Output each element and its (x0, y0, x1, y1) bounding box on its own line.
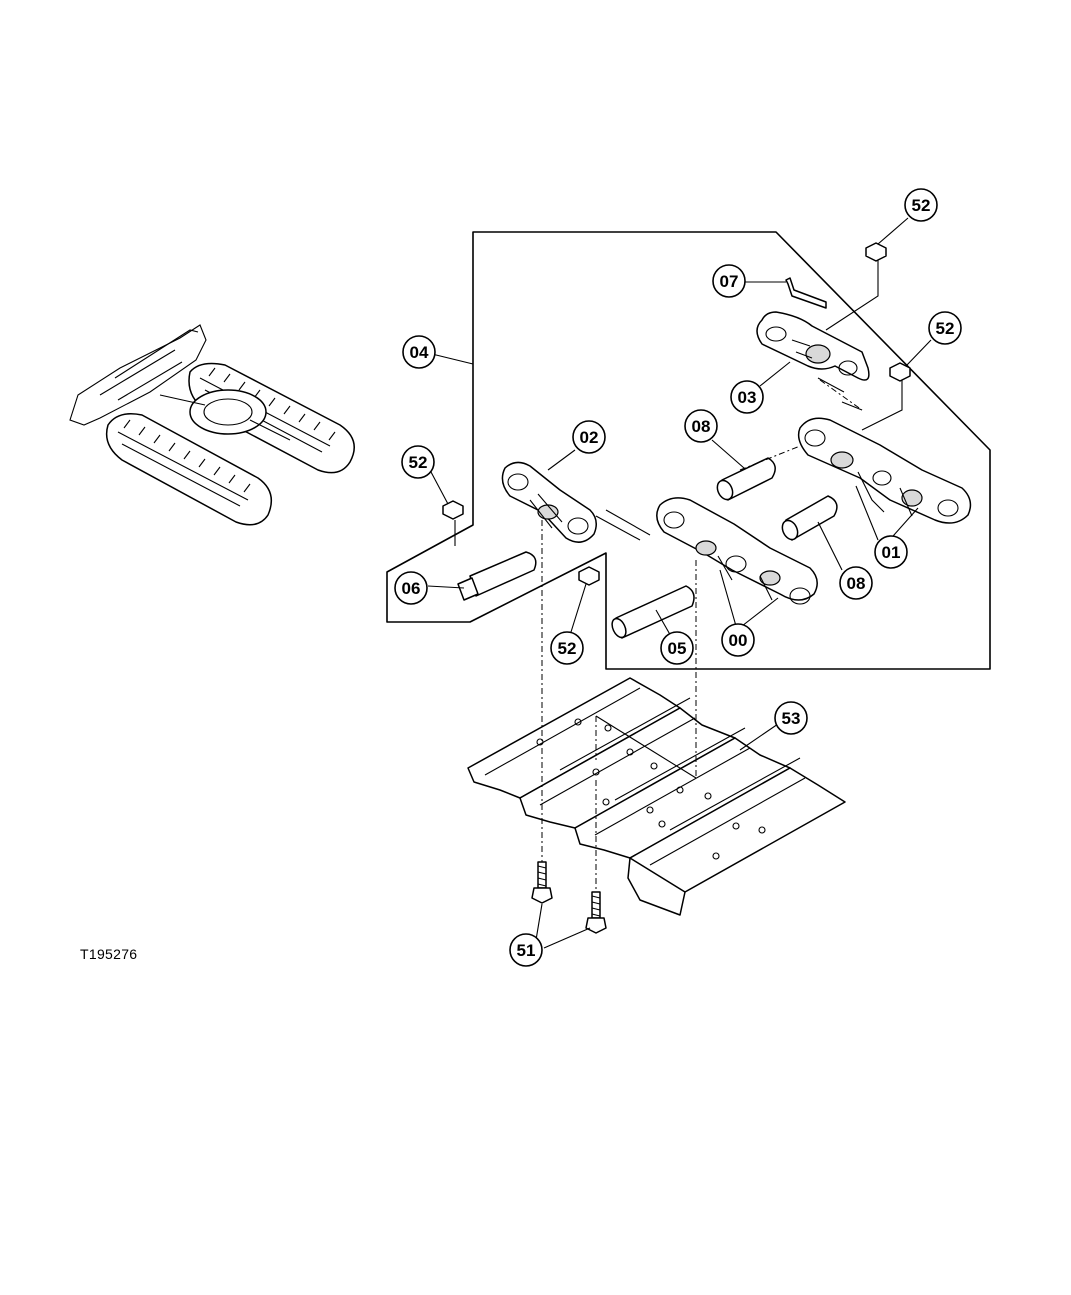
excavator-undercarriage-overview (69, 324, 355, 526)
track-link-02 (501, 461, 597, 543)
track-pin-05 (611, 585, 695, 639)
callout-05: 05 (660, 631, 694, 665)
callout-51: 51 (509, 933, 543, 967)
callout-02: 02 (572, 420, 606, 454)
svg-text:02: 02 (580, 428, 599, 447)
master-pin-07 (785, 277, 827, 309)
kit-boundary-line (386, 231, 991, 670)
callout-08-right: 08 (839, 566, 873, 600)
figure-id-label: T195276 (80, 946, 138, 962)
callout-03: 03 (730, 380, 764, 414)
callout-04: 04 (402, 335, 436, 369)
shoe-bolt-51-left (531, 861, 553, 904)
track-shoe-53 (467, 677, 846, 916)
callout-52-left: 52 (401, 445, 435, 479)
svg-text:52: 52 (936, 319, 955, 338)
svg-text:52: 52 (912, 196, 931, 215)
callout-08-top: 08 (684, 409, 718, 443)
track-link-00 (656, 497, 818, 605)
callout-07: 07 (712, 264, 746, 298)
nut-52-right (889, 362, 911, 382)
svg-text:07: 07 (720, 272, 739, 291)
bushing-08-upper (716, 457, 776, 501)
callout-53: 53 (774, 701, 808, 735)
svg-text:01: 01 (882, 543, 901, 562)
svg-text:53: 53 (782, 709, 801, 728)
track-link-03 (756, 311, 870, 381)
nut-52-mid (578, 566, 600, 586)
svg-text:05: 05 (668, 639, 687, 658)
svg-text:03: 03 (738, 388, 757, 407)
leader-lines (427, 217, 932, 949)
callout-06: 06 (394, 571, 428, 605)
track-pin-06 (457, 551, 537, 601)
alignment-lines (541, 377, 863, 892)
svg-text:08: 08 (847, 574, 866, 593)
callout-52-right: 52 (928, 311, 962, 345)
track-link-01 (797, 417, 972, 524)
svg-text:04: 04 (410, 343, 429, 362)
svg-text:52: 52 (558, 639, 577, 658)
callout-52-mid: 52 (550, 631, 584, 665)
nut-52-top (865, 242, 887, 262)
shoe-bolt-51-right (585, 891, 607, 934)
callout-01: 01 (874, 535, 908, 569)
svg-text:00: 00 (729, 631, 748, 650)
svg-text:06: 06 (402, 579, 421, 598)
svg-text:51: 51 (517, 941, 536, 960)
bushing-08-lower (781, 495, 838, 541)
nut-52-left (442, 500, 464, 520)
svg-text:08: 08 (692, 417, 711, 436)
svg-text:52: 52 (409, 453, 428, 472)
callout-00: 00 (721, 623, 755, 657)
callout-52-top: 52 (904, 188, 938, 222)
